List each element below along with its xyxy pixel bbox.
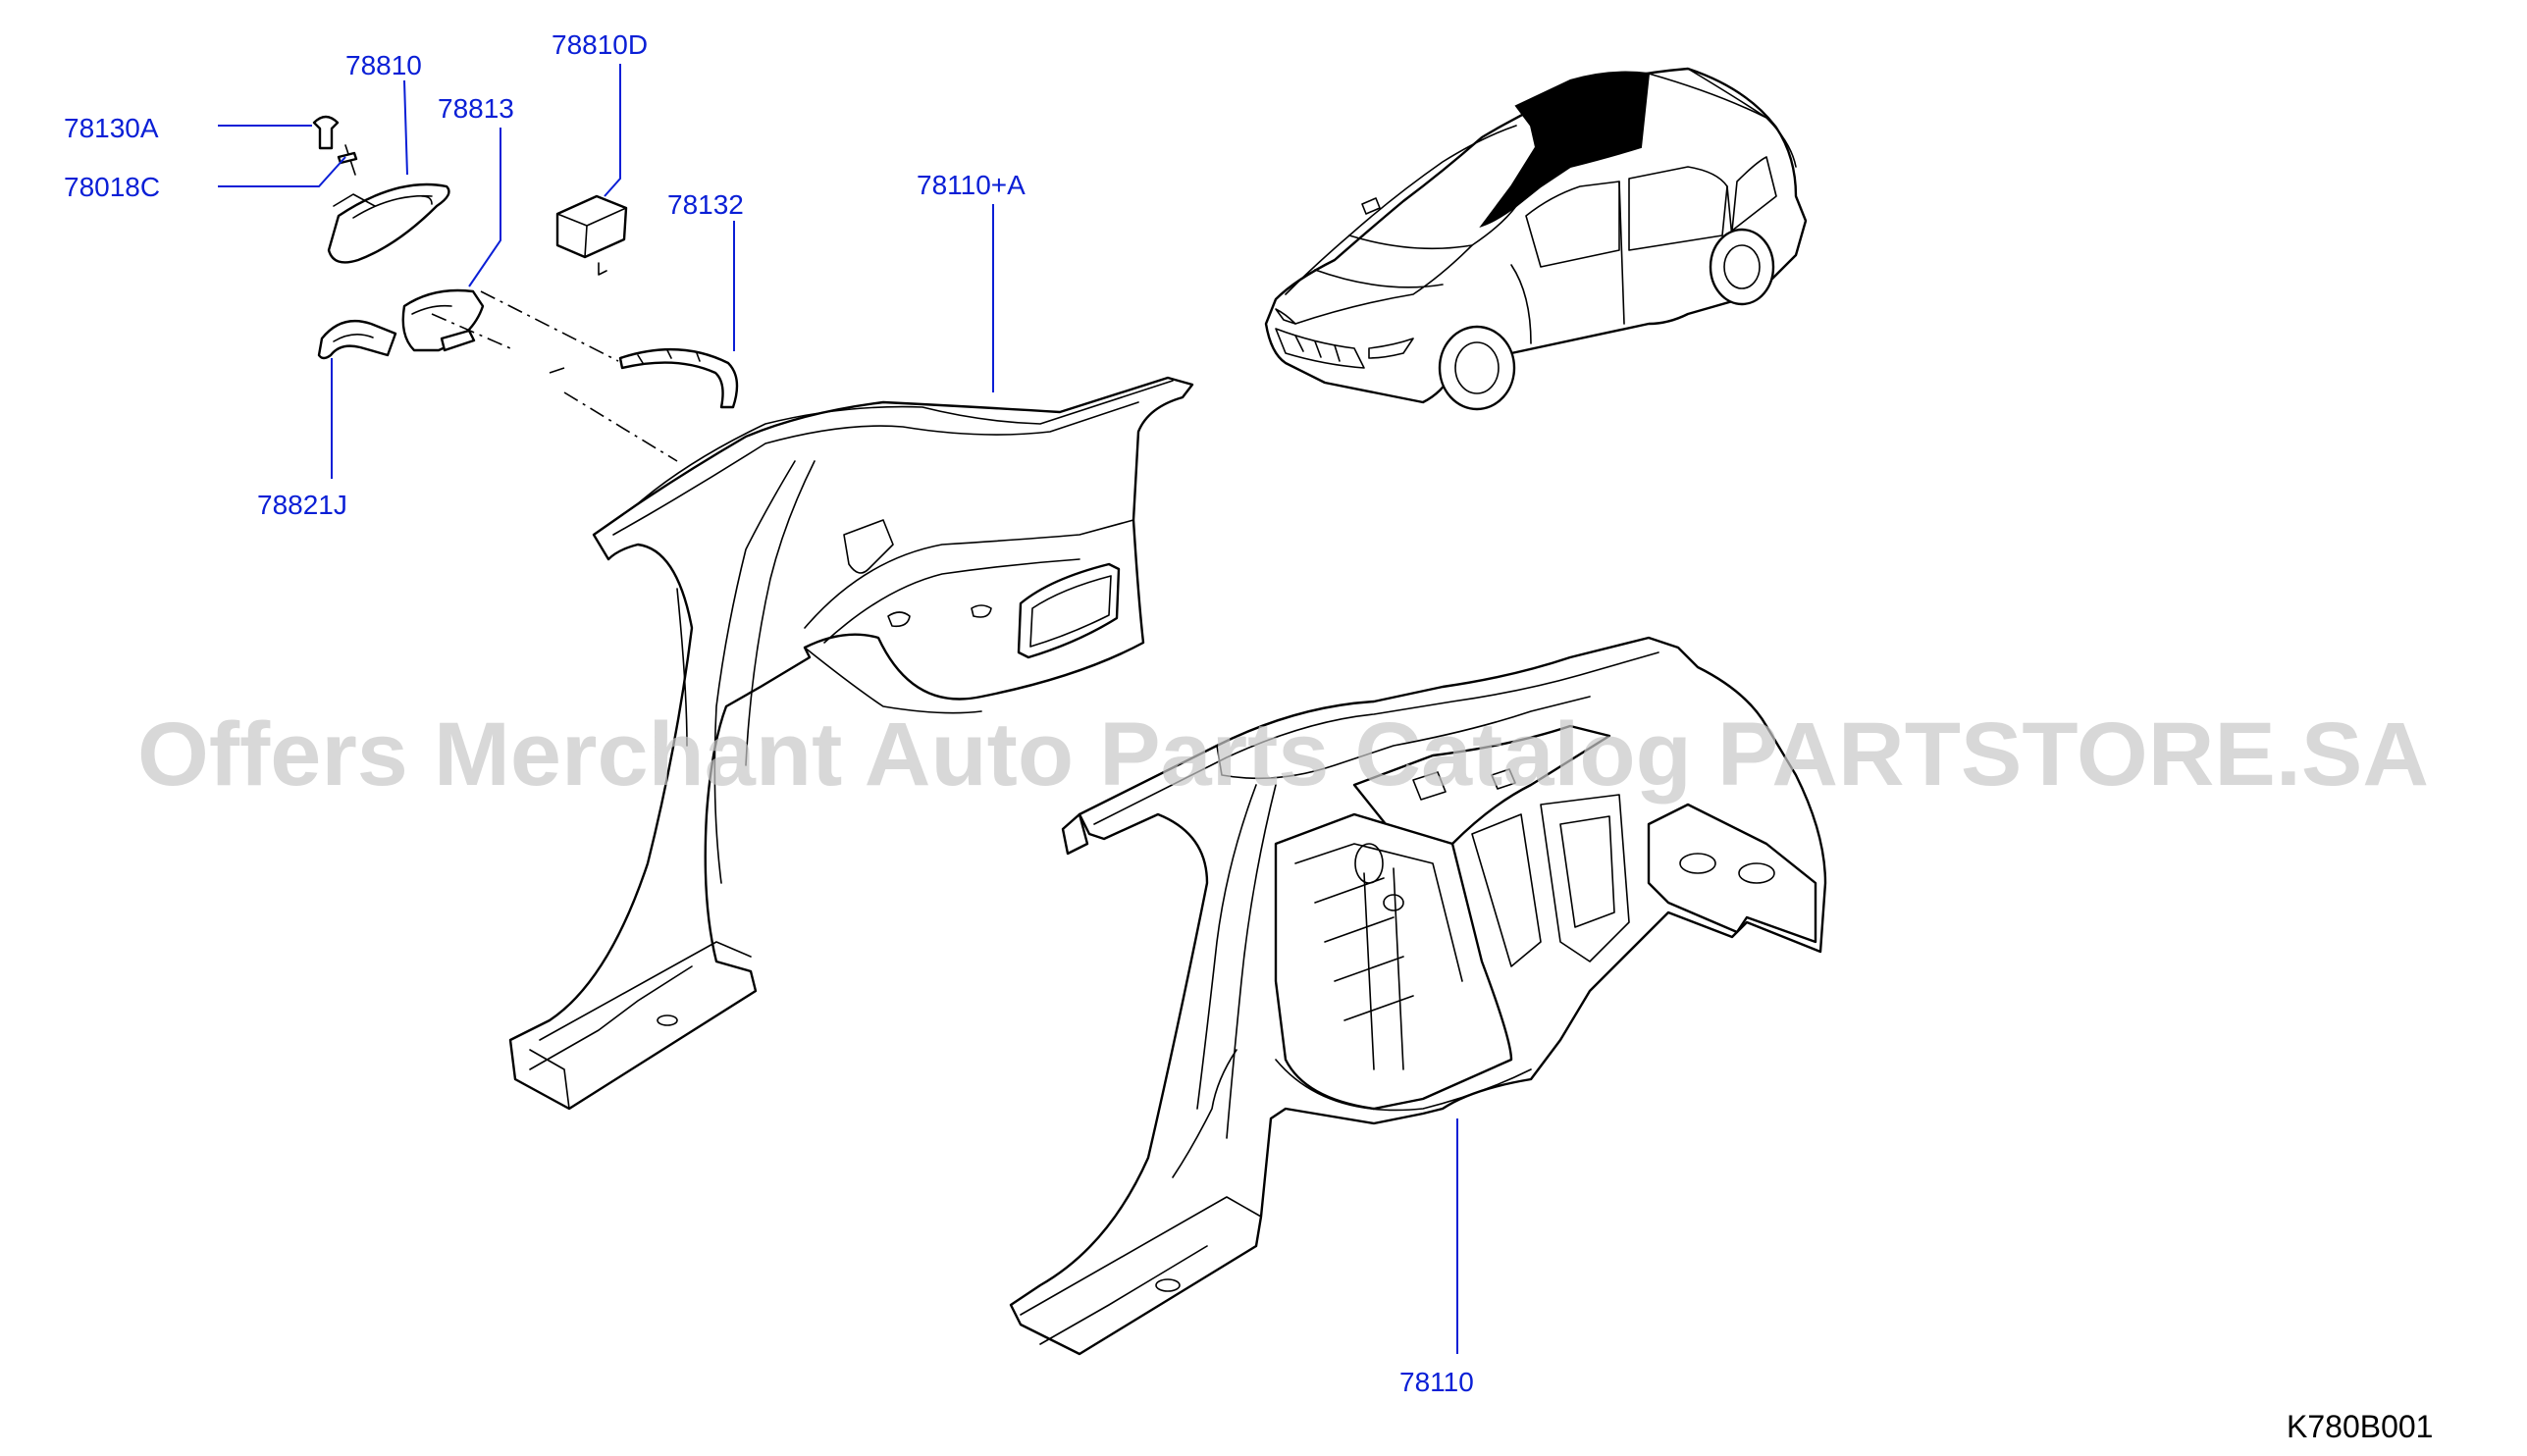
callout-78110[interactable]: 78110 (1399, 1367, 1474, 1397)
bracket-78810D[interactable] (555, 194, 628, 276)
fuel-lid-78810[interactable] (327, 182, 450, 264)
fuel-filler-opening (1017, 562, 1121, 659)
vehicle-locator-illustration (1264, 67, 1808, 411)
clip-78130A[interactable] (312, 115, 340, 150)
watermark-text: Offers Merchant Auto Parts Catalog PARTS… (137, 704, 2429, 805)
parcel-shelf (1352, 724, 1611, 846)
hinge-78813[interactable] (401, 288, 485, 352)
chain-line-lower (549, 367, 678, 462)
callout-78821J[interactable]: 78821J (257, 490, 347, 520)
callout-78130A[interactable]: 78130A (64, 113, 159, 143)
callout-78810[interactable]: 78810 (345, 50, 422, 80)
leader-78810D (604, 64, 621, 197)
chain-line-upper (480, 290, 619, 362)
front-wheel (1438, 325, 1516, 411)
chain-line-mid (431, 313, 511, 349)
small-parts-group (312, 115, 739, 462)
callout-78813[interactable]: 78813 (438, 93, 514, 124)
leader-78813 (468, 128, 501, 287)
hose-78821J[interactable] (317, 319, 397, 360)
seal-78132[interactable] (618, 347, 739, 409)
callout-78018C[interactable]: 78018C (64, 172, 160, 202)
callout-78810D[interactable]: 78810D (552, 29, 648, 60)
inner-wheelhouse (1274, 812, 1513, 1111)
callout-78132[interactable]: 78132 (667, 189, 744, 220)
screw-78018C[interactable] (337, 144, 358, 176)
leader-78018C (218, 156, 346, 187)
rear-wheel (1709, 228, 1775, 306)
inner-body-78110[interactable] (1009, 636, 1827, 1356)
highlighted-panel (1479, 71, 1651, 228)
quarter-panel-78110A[interactable] (508, 376, 1194, 1111)
leader-lines (218, 64, 1458, 1354)
callout-labels: 78810 78810D 78130A 78813 78018C 78132 7… (64, 29, 1474, 1397)
diagram-code: K780B001 (2287, 1409, 2433, 1444)
leader-78810 (403, 79, 408, 176)
callout-78110A[interactable]: 78110+A (917, 170, 1026, 200)
